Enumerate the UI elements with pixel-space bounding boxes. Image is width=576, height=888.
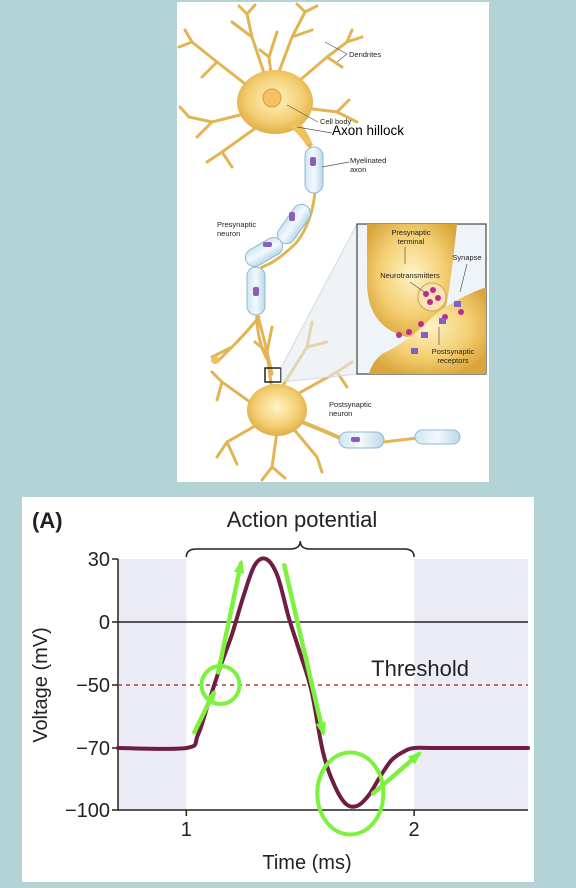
- hyperpolarization-circle: [315, 750, 386, 837]
- annotation-arrows: [192, 559, 422, 837]
- postsynaptic-cell-body: [247, 384, 307, 436]
- threshold-label: Threshold: [371, 656, 469, 681]
- cell-body-label: Cell body: [320, 117, 352, 126]
- y-tick-label-3: −70: [76, 738, 110, 760]
- recovery-arrow: [370, 751, 421, 796]
- axon-hillock-shape: [289, 122, 313, 147]
- rising-phase-arrow: [215, 560, 244, 675]
- recovery-arrow-head: [407, 751, 422, 765]
- repolarization-arrow: [282, 563, 326, 735]
- dendrites-label: Dendrites: [349, 50, 381, 59]
- presynaptic-neuron-label-2: neuron: [217, 229, 240, 238]
- inset-neurotransmitters-label: Neurotransmitters: [380, 271, 440, 280]
- rising-phase-arrow-head: [233, 559, 245, 574]
- action-potential-panel: 30 0 −50 −70 −100 1 2 (A) Action potential Thr…: [22, 497, 534, 882]
- myelinated-axon-label-2: axon: [350, 165, 366, 174]
- repolarization-arrow-head: [315, 721, 326, 737]
- y-tick-label-1: 0: [99, 612, 110, 634]
- inset-presynaptic-terminal-label-2: terminal: [398, 237, 425, 246]
- postsynaptic-neuron-label-2: neuron: [329, 409, 352, 418]
- action-potential-brace: [185, 540, 415, 558]
- synapse-inset: Presynaptic terminal Synapse Neurotransm…: [356, 223, 487, 375]
- myelinated-axon-label: Myelinated: [350, 156, 386, 165]
- neuron-diagram: Presynaptic terminal Synapse Neurotransm…: [177, 2, 487, 482]
- threshold-circle: [199, 664, 242, 706]
- presynaptic-neuron-label: Presynaptic: [217, 220, 256, 229]
- tick-labels: 30 0 −50 −70 −100 1 2: [65, 549, 420, 841]
- x-tick-label-1: 2: [409, 819, 420, 841]
- inset-postsynaptic-receptors-label-2: receptors: [437, 356, 469, 365]
- y-tick-label-4: −100: [65, 800, 110, 822]
- y-tick-label-0: 30: [88, 549, 110, 571]
- brace-label: Action potential: [227, 507, 377, 532]
- neuron-illustration: Presynaptic terminal Synapse Neurotransm…: [177, 2, 489, 482]
- axon-hillock-label: Axon hillock: [332, 123, 404, 138]
- myelin-sheaths: [244, 146, 324, 316]
- y-axis-label: Voltage (mV): [30, 627, 52, 743]
- postsynaptic-neuron-label: Postsynaptic: [329, 400, 372, 409]
- inset-postsynaptic-receptors-label: Postsynaptic: [432, 347, 475, 356]
- panel-label: (A): [32, 508, 63, 533]
- inset-synapse-label: Synapse: [452, 253, 481, 262]
- action-potential-chart: 30 0 −50 −70 −100 1 2 (A) Action potential Thr…: [30, 507, 530, 874]
- x-axis-label: Time (ms): [262, 852, 351, 874]
- x-tick-label-0: 1: [181, 819, 192, 841]
- inset-presynaptic-terminal-label: Presynaptic: [391, 228, 430, 237]
- y-tick-label-2: −50: [76, 675, 110, 697]
